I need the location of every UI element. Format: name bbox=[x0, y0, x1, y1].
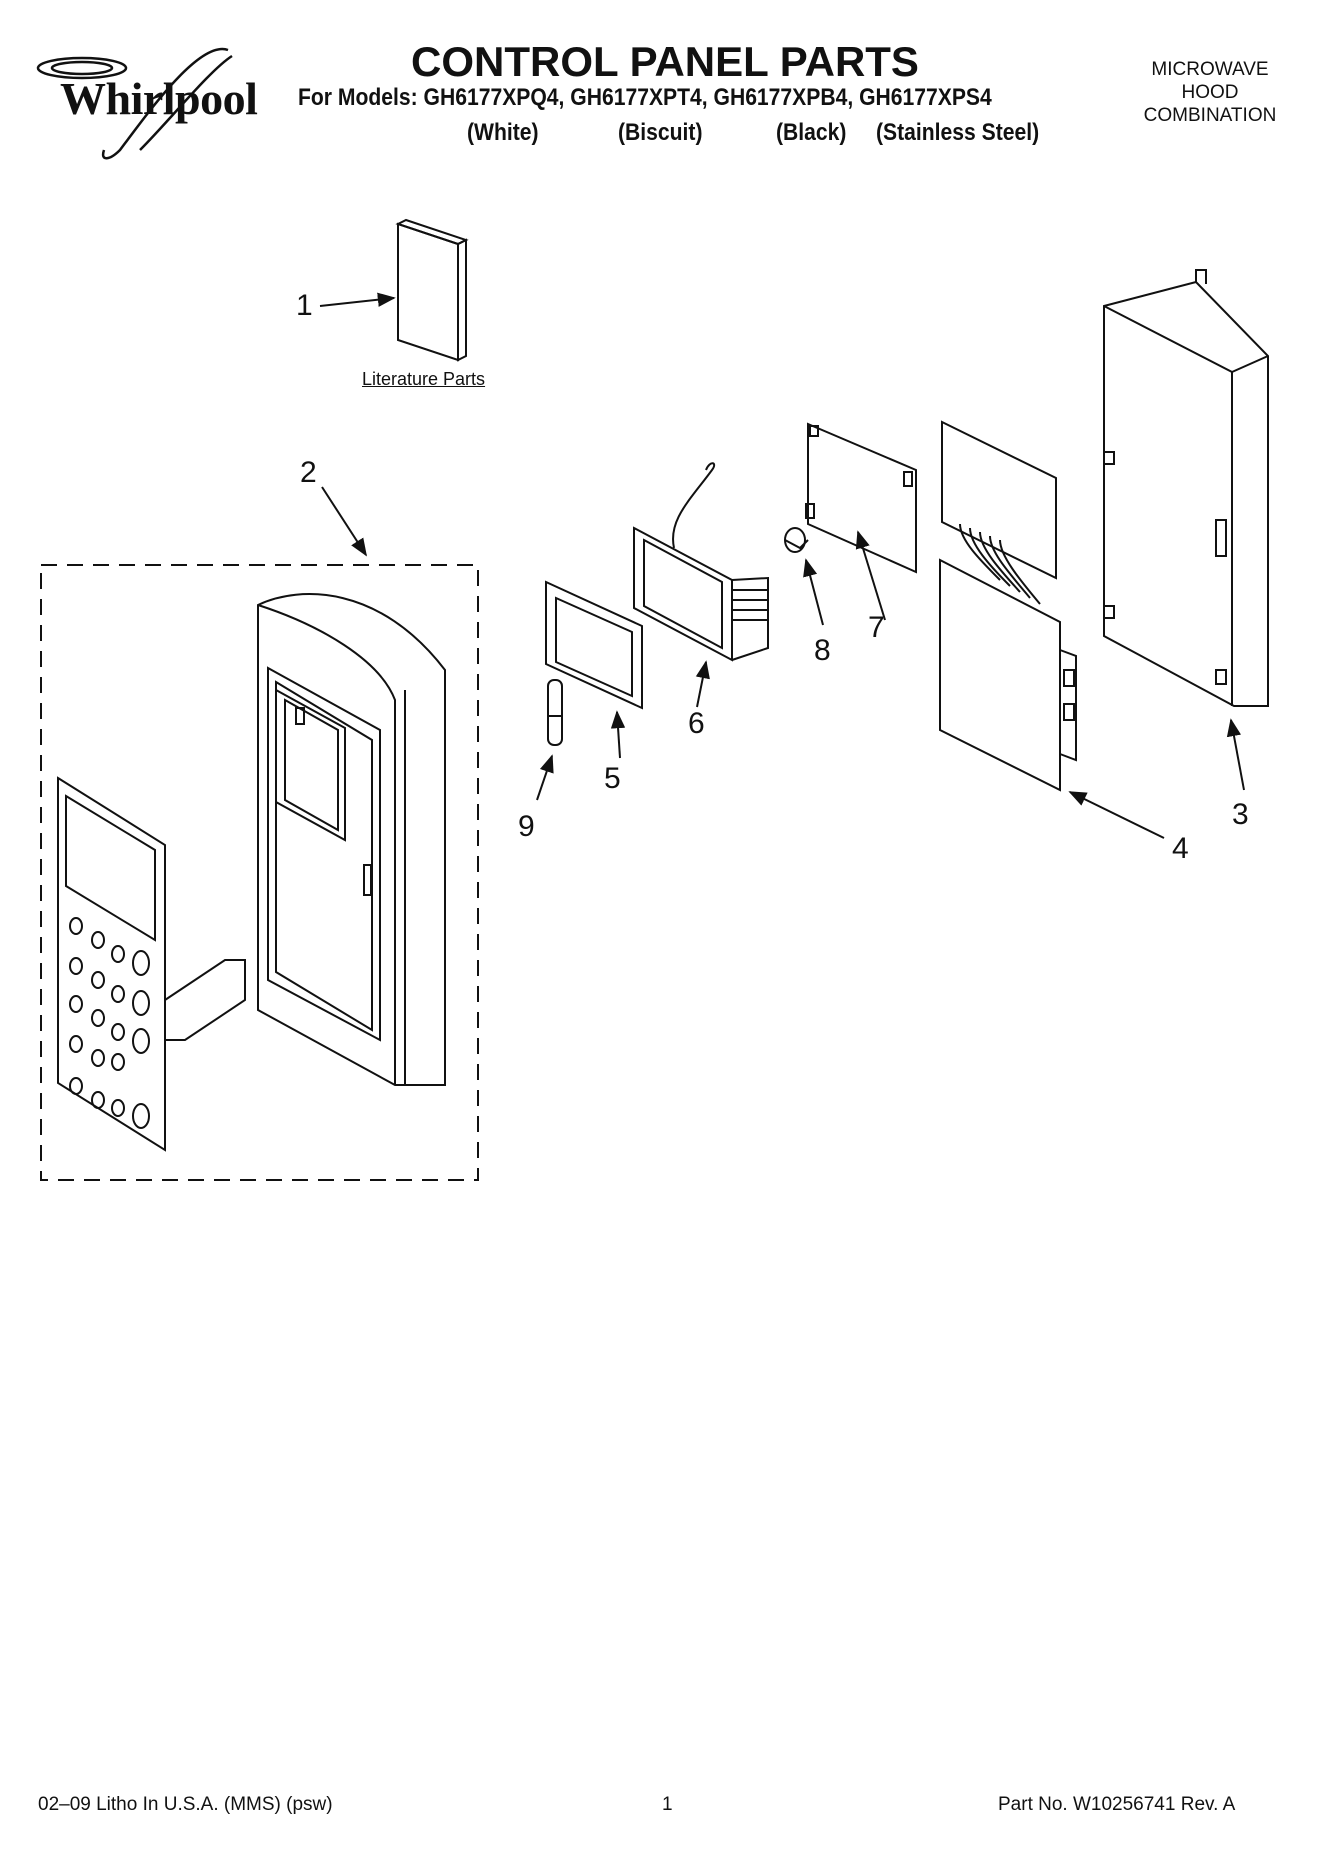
footer-page-number: 1 bbox=[662, 1794, 673, 1815]
models-line: For Models: GH6177XPQ4, GH6177XPT4, GH61… bbox=[298, 84, 992, 111]
lamp-bulb bbox=[547, 679, 563, 746]
category-line: COMBINATION bbox=[1143, 105, 1277, 126]
keypad-overlay bbox=[57, 776, 246, 1152]
whirlpool-logo-swirl bbox=[36, 47, 233, 160]
callout-2: 2 bbox=[300, 456, 317, 489]
product-category: MICROWAVE HOOD COMBINATION bbox=[1120, 58, 1300, 127]
display-window-frame bbox=[545, 580, 643, 710]
mounting-plate bbox=[805, 422, 917, 574]
color-black: (Black) bbox=[776, 119, 847, 146]
callout-4: 4 bbox=[1172, 832, 1189, 865]
part-2-assembly-box bbox=[40, 564, 479, 1181]
footer-litho: 02–09 Litho In U.S.A. (MMS) (psw) bbox=[38, 1794, 333, 1815]
callout-9: 9 bbox=[518, 810, 535, 843]
page-title: CONTROL PANEL PARTS bbox=[411, 38, 919, 85]
literature-book bbox=[395, 218, 469, 362]
button-knob bbox=[784, 527, 809, 553]
callout-1: 1 bbox=[296, 289, 313, 322]
callout-6: 6 bbox=[688, 707, 705, 740]
control-enclosure-cover bbox=[1103, 269, 1269, 707]
color-stainless-steel: (Stainless Steel) bbox=[876, 119, 1040, 146]
callout-7: 7 bbox=[868, 611, 885, 644]
whirlpool-logo: Whirlpool bbox=[60, 73, 258, 124]
category-line: HOOD bbox=[1181, 82, 1239, 103]
literature-parts-label: Literature Parts bbox=[362, 369, 486, 389]
control-panel-housing bbox=[257, 593, 446, 1086]
callout-3: 3 bbox=[1232, 798, 1249, 831]
color-biscuit: (Biscuit) bbox=[618, 119, 703, 146]
color-white: (White) bbox=[467, 119, 539, 146]
control-board bbox=[939, 420, 1077, 792]
callout-5: 5 bbox=[604, 762, 621, 795]
footer-part-number: Part No. W10256741 Rev. A bbox=[998, 1794, 1236, 1815]
callout-8: 8 bbox=[814, 634, 831, 667]
display-lens-assembly bbox=[633, 462, 769, 662]
category-line: MICROWAVE bbox=[1151, 59, 1269, 80]
